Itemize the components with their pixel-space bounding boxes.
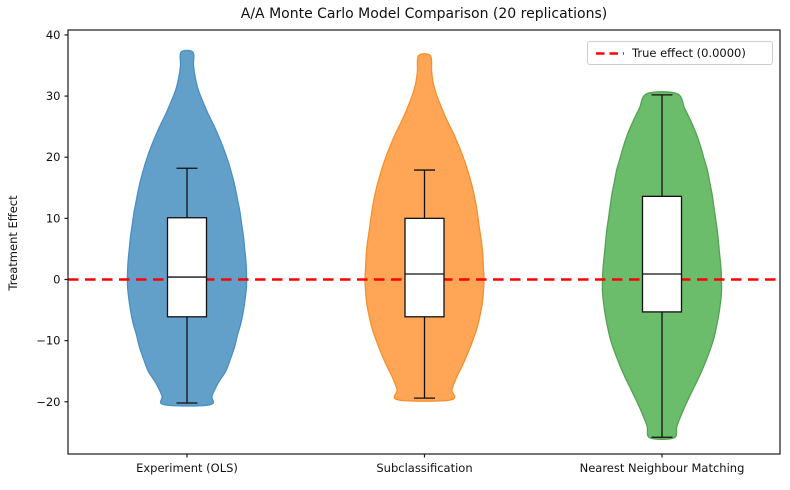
y-tick-label: 0 xyxy=(53,273,60,287)
box-experiment-ols xyxy=(166,217,208,318)
x-tick-label-nearest-neighbour-matching: Nearest Neighbour Matching xyxy=(580,461,745,475)
x-tick-label-subclassification: Subclassification xyxy=(376,461,472,475)
box-subclassification xyxy=(404,217,445,318)
y-tick-label: −20 xyxy=(36,395,60,409)
box-nearest-neighbour-matching xyxy=(641,195,683,313)
y-tick-label: 20 xyxy=(46,150,61,164)
legend-dash-icon xyxy=(596,51,624,55)
legend-label: True effect (0.0000) xyxy=(632,46,746,60)
y-tick-label: 40 xyxy=(46,28,61,42)
y-tick-label: 30 xyxy=(46,89,61,103)
legend: True effect (0.0000) xyxy=(587,41,773,65)
x-tick-label-experiment-ols: Experiment (OLS) xyxy=(136,461,238,475)
y-axis-label: Treatment Effect xyxy=(6,195,20,291)
y-tick-label: 10 xyxy=(46,211,61,225)
chart-title: A/A Monte Carlo Model Comparison (20 rep… xyxy=(240,6,608,22)
y-tick-label: −10 xyxy=(36,334,60,348)
